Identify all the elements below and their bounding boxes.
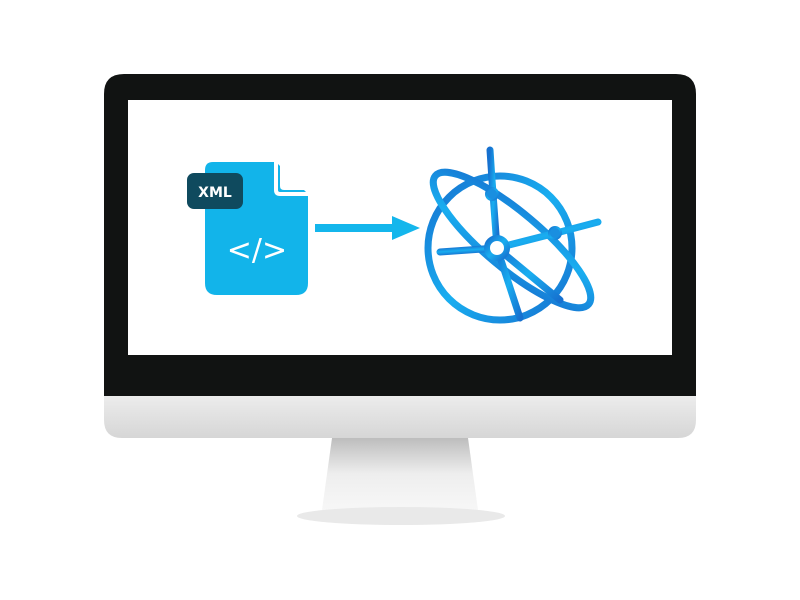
xml-badge [187, 173, 243, 209]
code-symbol: </> [227, 233, 287, 268]
globe-network-icon [424, 146, 602, 324]
monitor-stand [297, 438, 505, 525]
xml-file-icon: XML </> [187, 162, 308, 295]
xml-badge-label: XML [198, 185, 232, 201]
monitor-chin [104, 396, 696, 438]
arrow-right-icon [315, 216, 420, 240]
